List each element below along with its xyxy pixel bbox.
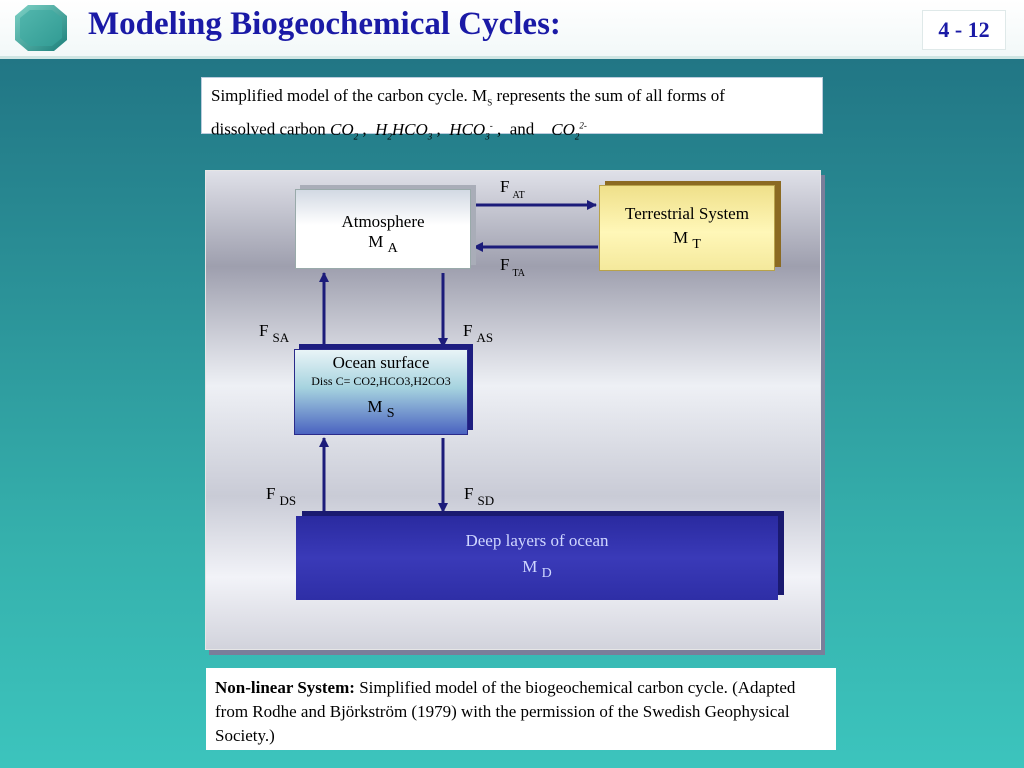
terrestrial-label: Terrestrial System — [625, 204, 749, 223]
flow-arrows — [319, 200, 598, 514]
slide-header: Modeling Biogeochemical Cycles: 4 - 12 — [0, 0, 1024, 59]
ocean-surface-label: Ocean surface — [332, 353, 430, 372]
deep-ocean-box: Deep layers of ocean M D — [296, 516, 778, 600]
species-hco3: HCO3- — [445, 120, 493, 142]
caption-text: dissolved carbon — [211, 120, 326, 140]
page-title: Modeling Biogeochemical Cycles: — [88, 6, 561, 42]
and-word: and — [509, 120, 535, 140]
species-co3: CO22- — [551, 120, 587, 142]
atmosphere-box: Atmosphere M A — [295, 189, 471, 269]
terrestrial-symbol: M T — [673, 228, 701, 252]
ocean-surface-box: Ocean surface Diss C= CO2,HCO3,H2CO3 M S — [294, 349, 468, 435]
caption-text: represents the sum of all forms of — [492, 86, 725, 105]
atmosphere-label: Atmosphere — [341, 212, 425, 231]
caption-text: Simplified model of the biogeochemical c… — [215, 678, 796, 745]
species-h2hco3: H2HCO3 — [370, 120, 433, 142]
hexagon-logo-icon — [15, 5, 67, 51]
carbon-cycle-diagram: Atmosphere M A Terrestrial System M T Oc… — [205, 170, 821, 650]
species-co2: CO2 — [329, 120, 359, 142]
caption-sub: S — [487, 97, 493, 108]
ocean-surface-detail: Diss C= CO2,HCO3,H2CO3 — [311, 374, 451, 388]
ocean-surface-symbol: M S — [367, 397, 395, 421]
deep-ocean-symbol: M D — [522, 557, 552, 581]
caption-bold: Non-linear System: — [215, 678, 355, 697]
caption-text: Simplified model of the carbon cycle. M — [211, 86, 488, 105]
bottom-caption: Non-linear System: Simplified model of t… — [206, 668, 836, 750]
top-caption: Simplified model of the carbon cycle. MS… — [201, 77, 823, 141]
deep-ocean-label: Deep layers of ocean — [465, 531, 609, 550]
atmosphere-symbol: M A — [368, 232, 398, 256]
slide-number: 4 - 12 — [922, 10, 1006, 50]
terrestrial-box: Terrestrial System M T — [599, 185, 775, 271]
